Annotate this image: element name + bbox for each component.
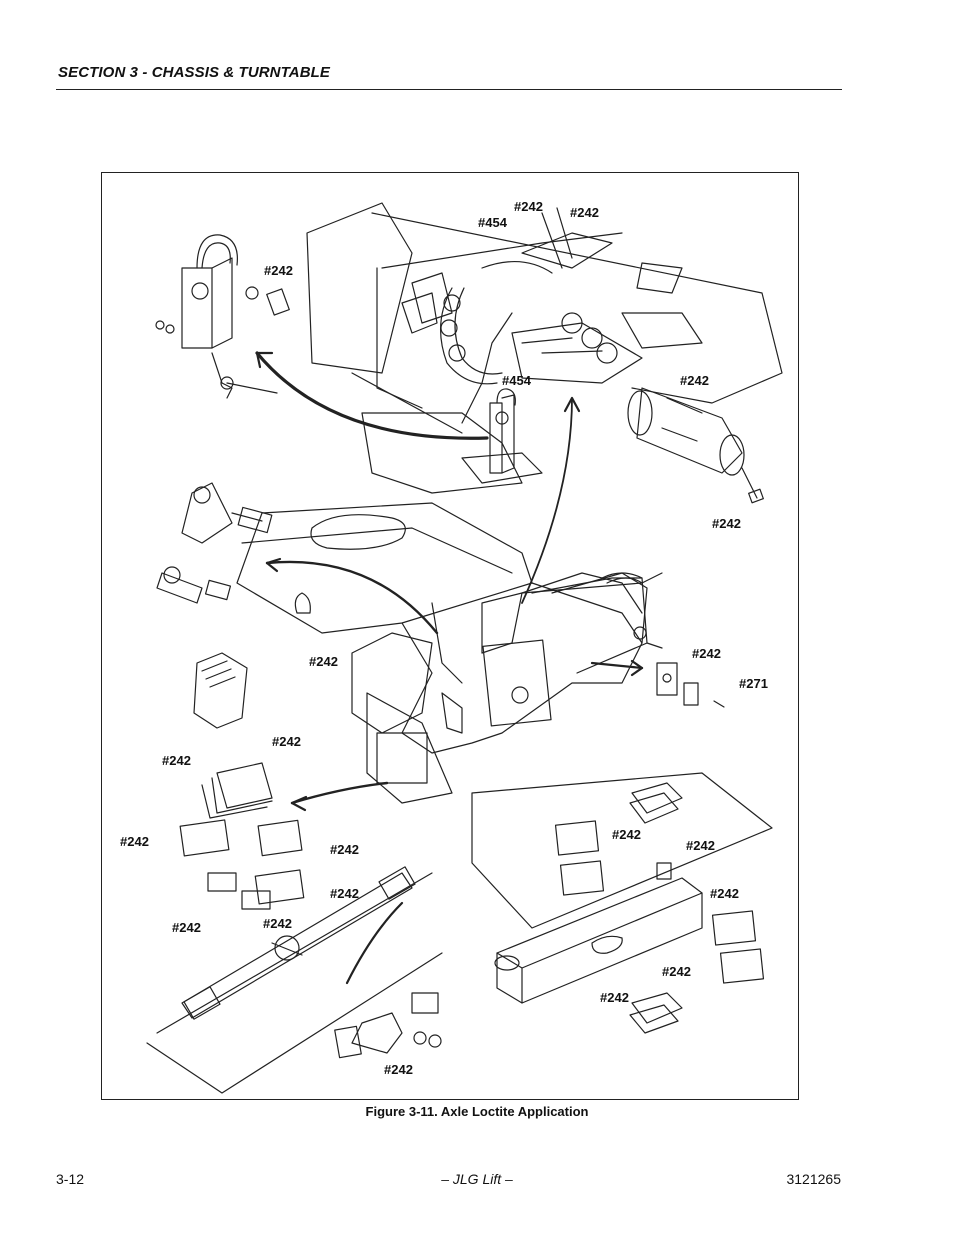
callout-loctite: #242 <box>612 827 641 842</box>
callout-loctite: #242 <box>686 838 715 853</box>
callout-loctite: #242 <box>692 646 721 661</box>
center-lockout-cylinder <box>461 388 543 484</box>
footer-brand: – JLG Lift – <box>441 1171 513 1187</box>
callout-loctite: #242 <box>662 964 691 979</box>
document-number: 3121265 <box>786 1171 841 1187</box>
header-rule <box>56 89 842 90</box>
tie-rod-assembly <box>146 866 443 1094</box>
callout-loctite: #454 <box>502 373 531 388</box>
axle-beam-right <box>471 772 773 1004</box>
frame-axle-housing <box>236 502 663 804</box>
page-number: 3-12 <box>56 1171 85 1187</box>
callout-loctite: #242 <box>263 916 292 931</box>
callout-loctite: #242 <box>309 654 338 669</box>
callout-loctite: #242 <box>680 373 709 388</box>
callout-loctite: #242 <box>710 886 739 901</box>
cable-track-chain <box>439 207 643 385</box>
callout-loctite: #242 <box>172 920 201 935</box>
callout-loctite: #242 <box>514 199 543 214</box>
axle-exploded-diagram <box>146 202 783 1094</box>
figure-frame: #242 #242 #454 #242 #454 #242 #242 #242 … <box>101 172 799 1100</box>
section-header: SECTION 3 - CHASSIS & TURNTABLE <box>58 64 331 81</box>
right-axle-arm <box>531 577 725 708</box>
callout-loctite: #242 <box>570 205 599 220</box>
callout-loctite: #242 <box>330 842 359 857</box>
callout-loctite: #242 <box>712 516 741 531</box>
figure-caption: Figure 3-11. Axle Loctite Application <box>365 1104 589 1119</box>
callout-loctite: #242 <box>272 734 301 749</box>
turntable-assembly <box>306 202 783 494</box>
callout-loctite: #242 <box>162 753 191 768</box>
callout-loctite: #242 <box>330 886 359 901</box>
steering-cylinder-left <box>156 482 273 604</box>
lockout-cylinder-top <box>155 234 290 399</box>
flow-arrows[interactable] <box>255 351 644 985</box>
callout-loctite: #454 <box>478 215 507 230</box>
callout-loctite: #242 <box>384 1062 413 1077</box>
callout-loctite: #242 <box>264 263 293 278</box>
callout-loctite: #242 <box>120 834 149 849</box>
callout-loctite: #271 <box>739 676 768 691</box>
shim-stack-group <box>179 652 765 1034</box>
axle-pivot-pin <box>627 387 764 504</box>
callout-loctite: #242 <box>600 990 629 1005</box>
